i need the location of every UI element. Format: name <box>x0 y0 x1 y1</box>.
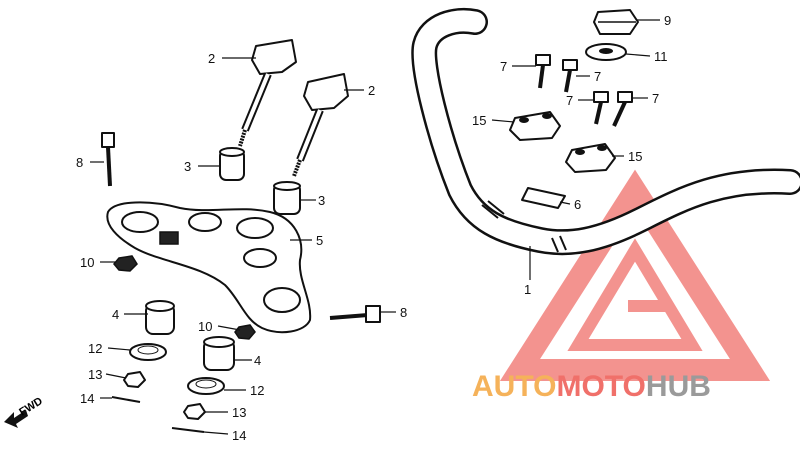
fwd-label: FWD <box>17 395 45 418</box>
callout-14a: 14 <box>80 391 94 406</box>
bolt-8a <box>101 132 115 187</box>
callout-4b: 4 <box>254 353 261 368</box>
holder-lower-a <box>238 39 297 147</box>
washer-12a <box>129 343 167 361</box>
callout-15a: 15 <box>472 113 486 128</box>
callouts: 1 2 2 3 3 4 4 5 6 7 7 7 7 8 8 9 10 10 11… <box>76 13 671 443</box>
callout-5: 5 <box>316 233 323 248</box>
callout-4a: 4 <box>112 307 119 322</box>
callout-10b: 10 <box>198 319 212 334</box>
callout-11: 11 <box>654 49 668 64</box>
cushion-4b <box>203 336 235 371</box>
watermark-part-hub: HUB <box>646 370 711 403</box>
callout-7b: 7 <box>594 69 601 84</box>
callout-6: 6 <box>574 197 581 212</box>
bolt-8b <box>329 305 381 323</box>
callout-3b: 3 <box>318 193 325 208</box>
watermark-part-auto: AUTO <box>472 370 556 403</box>
nut-10a <box>113 255 138 272</box>
callout-7a: 7 <box>500 59 507 74</box>
nut-13a <box>123 371 146 388</box>
holder-upper-b <box>565 143 616 173</box>
fwd-arrow-icon <box>4 410 28 428</box>
callout-7c: 7 <box>566 93 573 108</box>
cushion-a <box>219 147 245 181</box>
washer-12b <box>187 377 225 395</box>
pin-14a <box>111 396 141 403</box>
bolt-7a <box>535 54 551 89</box>
label-sticker <box>521 187 566 209</box>
watermark-logo <box>499 169 771 381</box>
pin-14b <box>171 427 205 433</box>
bolt-7d <box>612 91 633 127</box>
top-bridge <box>106 201 312 334</box>
callout-14b: 14 <box>232 428 246 443</box>
callout-8b: 8 <box>400 305 407 320</box>
callout-2b: 2 <box>368 83 375 98</box>
top-nut <box>593 9 639 35</box>
callout-12b: 12 <box>250 383 264 398</box>
callout-9: 9 <box>664 13 671 28</box>
callout-3a: 3 <box>184 159 191 174</box>
callout-1: 1 <box>524 282 531 297</box>
callout-13b: 13 <box>232 405 246 420</box>
holder-upper-a <box>509 111 561 141</box>
handlebar <box>411 7 800 256</box>
bolt-7c <box>593 91 609 125</box>
watermark-text: AUTOMOTOHUB <box>472 370 711 403</box>
callout-2a: 2 <box>208 51 215 66</box>
callout-13a: 13 <box>88 367 102 382</box>
callout-8a: 8 <box>76 155 83 170</box>
leader-lines <box>90 19 660 435</box>
nut-10b <box>234 324 256 340</box>
holder-lower-b <box>292 73 349 177</box>
bolt-7b <box>562 59 578 93</box>
callout-10a: 10 <box>80 255 94 270</box>
cushion-b <box>273 181 301 215</box>
nut-13b <box>183 403 206 420</box>
callout-12a: 12 <box>88 341 102 356</box>
watermark-part-moto: MOTO <box>556 370 645 403</box>
cushion-4a <box>145 300 175 335</box>
callout-7d: 7 <box>652 91 659 106</box>
callout-15b: 15 <box>628 149 642 164</box>
